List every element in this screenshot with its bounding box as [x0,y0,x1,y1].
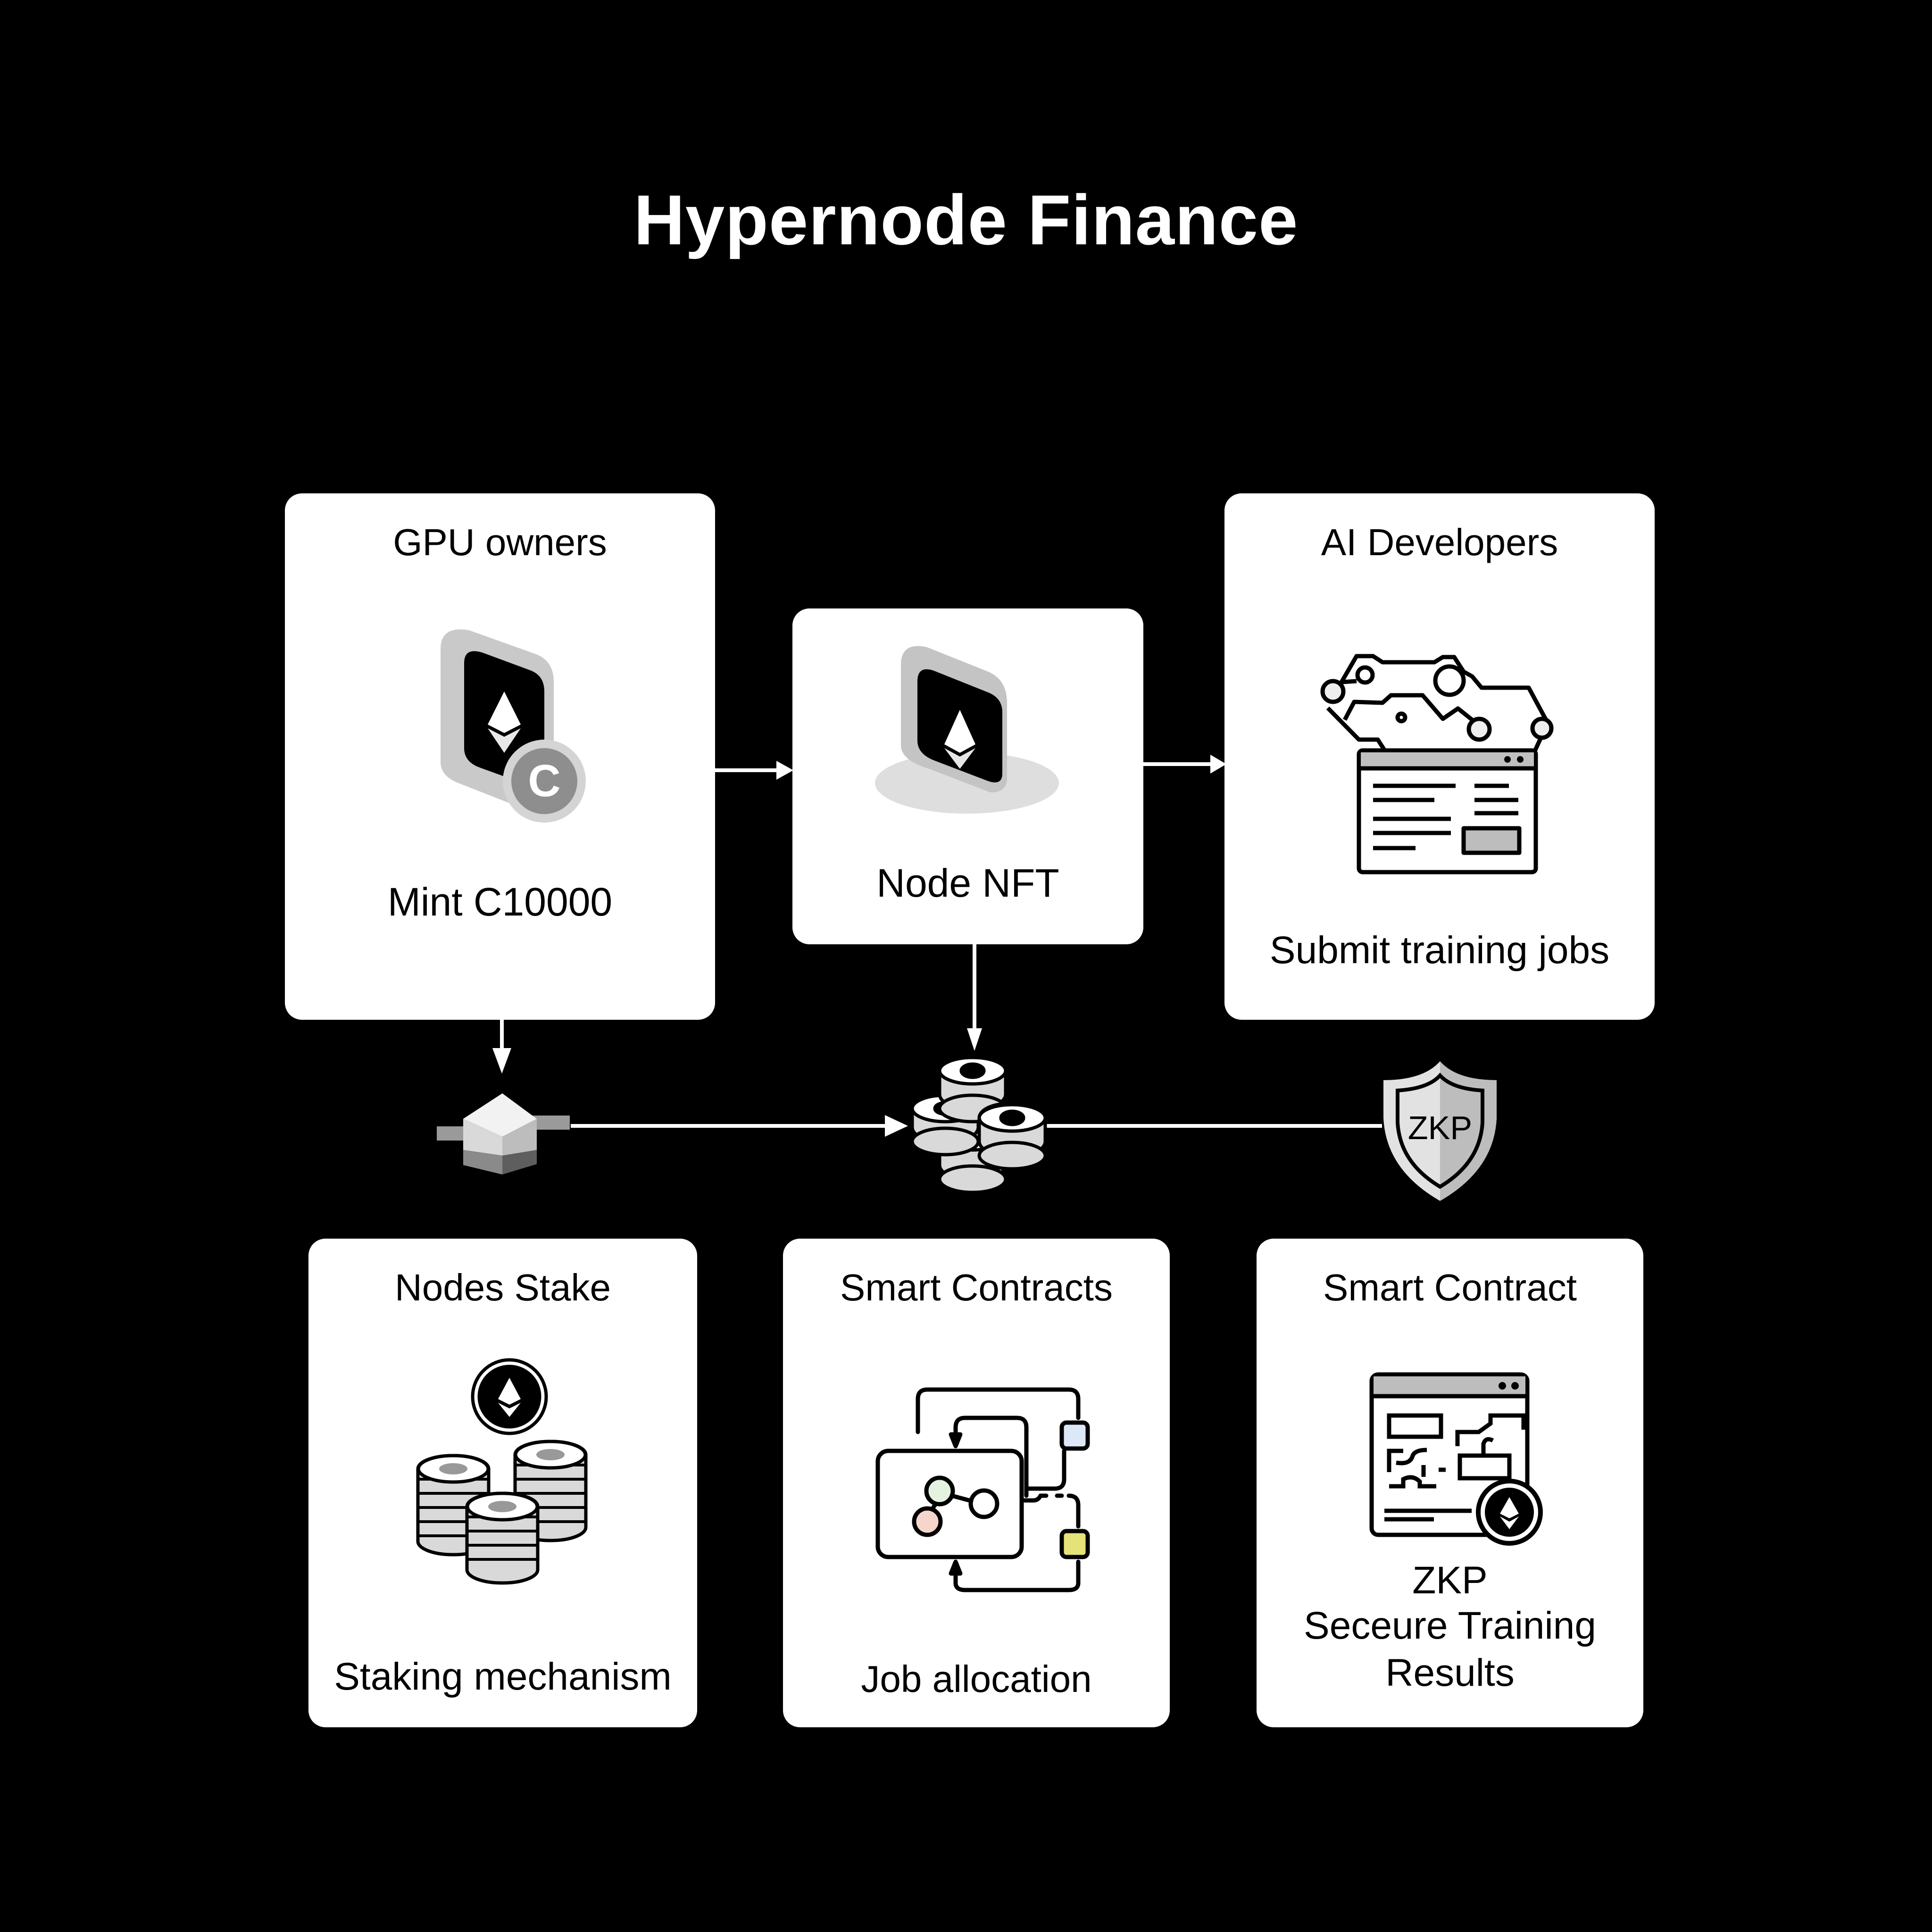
contract-window-ethereum-icon [1368,1371,1547,1550]
ethereum-block-icon [434,1090,571,1184]
card-ai-developers: AI Developers [1224,493,1655,1020]
card-caption-line-2: Seceure Training [1304,1604,1596,1647]
card-caption: Staking mechanism [334,1655,672,1698]
card-caption: Submit training jobs [1269,929,1610,972]
coin-pile-icon [910,1047,1047,1203]
card-heading: Smart Contract [1323,1266,1577,1308]
card-nodes-stake: Nodes Stake [308,1239,697,1727]
ethereum-card-with-coin-icon: C [431,621,601,828]
card-caption-line-3: Results [1385,1651,1515,1694]
zkp-shield-icon: ZKP [1381,1061,1499,1203]
card-smart-contracts: Smart Contracts Job allocation [783,1239,1170,1727]
job-allocation-flow-icon [871,1380,1097,1597]
card-caption-line-1: ZKP [1412,1559,1488,1602]
card-caption: Mint C10000 [387,880,613,924]
card-heading: AI Developers [1321,521,1558,563]
card-smart-contract: Smart Contract ZKP Seceure Training Resu… [1257,1239,1643,1727]
card-heading: Nodes Stake [394,1266,611,1308]
ethereum-nft-card-icon [873,637,1061,825]
card-gpu-owners: GPU owners C Mint C10000 [285,493,715,1020]
card-caption: Job allocation [861,1658,1092,1700]
card-heading: GPU owners [393,521,607,563]
svg-text:C: C [528,756,560,806]
card-node-nft: Node NFT [792,608,1143,944]
card-heading: Smart Contracts [840,1266,1113,1308]
svg-text:ZKP: ZKP [1408,1109,1472,1146]
page-title: Hypernode Finance [633,180,1299,259]
neural-network-window-icon [1316,635,1562,880]
card-caption: Node NFT [876,861,1059,905]
ethereum-coin-stacks-icon [415,1357,604,1592]
